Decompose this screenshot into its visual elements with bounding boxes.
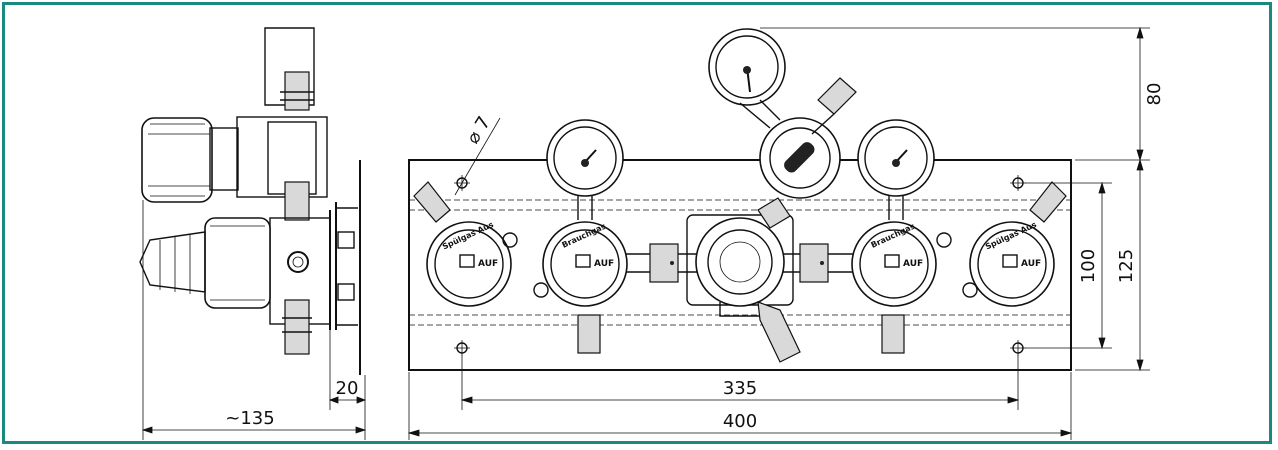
dim-hole-spacing-h: 335 (723, 378, 757, 399)
dim-side-depth: 20 (336, 378, 359, 399)
center-outlet (757, 301, 801, 363)
front-plate (408, 159, 1072, 371)
right-gauge (857, 119, 935, 197)
bottom-outlet-left (577, 314, 601, 354)
center-top-nut (757, 197, 791, 229)
bottom-outlet-right (881, 314, 905, 354)
side-mid-nut (284, 181, 310, 221)
dimensions: 335 400 80 100 125 (407, 26, 1165, 440)
side-bottom-nut (284, 299, 310, 355)
side-upper-nut (284, 71, 310, 111)
dim-top-height: 80 (1144, 83, 1165, 106)
side-upper-body (236, 116, 328, 198)
center-regulator (695, 217, 785, 307)
knob-4: Spülgas Aus AUF (969, 220, 1055, 307)
hole-leader (454, 117, 501, 196)
knob-2: Brauchgas AUF (542, 221, 628, 307)
side-upper-knob (141, 117, 213, 203)
dim-hole-dia: ⌀ 7 (462, 113, 495, 148)
knob-3: Brauchgas AUF (851, 221, 937, 307)
dim-plate-height: 125 (1116, 249, 1137, 283)
side-lower-knob (204, 217, 271, 309)
svg-text:AUF: AUF (478, 259, 498, 269)
top-outlet (817, 77, 857, 115)
svg-text:AUF: AUF (594, 259, 614, 269)
left-gauge (546, 119, 624, 197)
side-view: ~135 20 (139, 27, 367, 440)
knob-1: Spülgas Aus AUF (426, 220, 512, 307)
front-view: ⌀ 7 (408, 28, 1072, 371)
outlet-right (1029, 181, 1067, 223)
outlet-left (413, 181, 451, 223)
svg-text:AUF: AUF (1021, 259, 1041, 269)
side-plate (329, 202, 337, 330)
dim-plate-width: 400 (723, 411, 757, 432)
dim-side-width: ~135 (225, 408, 274, 429)
svg-text:AUF: AUF (903, 259, 923, 269)
side-top-pipe (264, 27, 315, 106)
side-lower-port (287, 251, 309, 273)
dim-hole-spacing-v: 100 (1078, 249, 1099, 283)
